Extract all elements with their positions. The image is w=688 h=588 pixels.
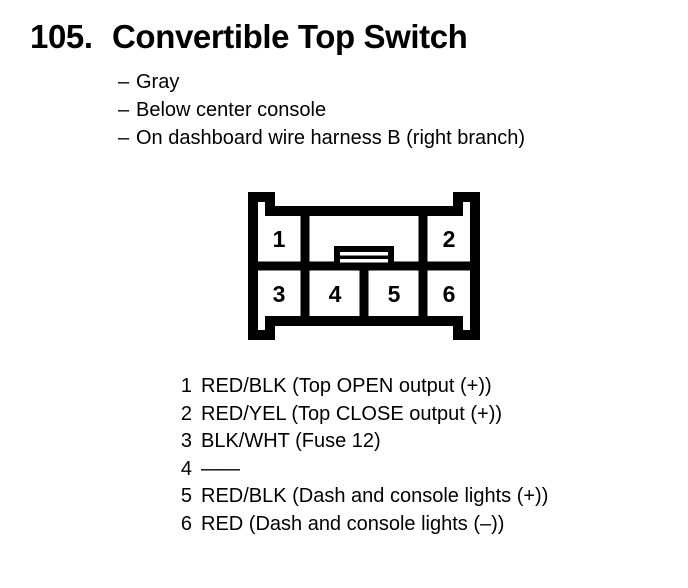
pin-legend-description: RED/BLK (Top OPEN output (+))	[201, 375, 492, 397]
connector-pin-label-3: 3	[273, 281, 286, 307]
pin-legend-description: RED/BLK (Dash and console lights (+))	[201, 485, 549, 507]
connector-pin-label-2: 2	[443, 226, 456, 252]
pin-legend-row: 2 RED/YEL (Top CLOSE output (+))	[170, 401, 670, 429]
pin-legend-description: BLK/WHT (Fuse 12)	[201, 430, 381, 452]
pin-legend: 1 RED/BLK (Top OPEN output (+)) 2 RED/YE…	[170, 373, 670, 538]
pin-legend-row: 1 RED/BLK (Top OPEN output (+))	[170, 373, 670, 401]
pin-legend-number: 1	[180, 375, 192, 397]
page-title: 105. Convertible Top Switch	[30, 18, 670, 56]
entry-title: Convertible Top Switch	[112, 18, 468, 55]
pin-legend-row: 4 ——	[170, 456, 670, 484]
pin-legend-description: RED/YEL (Top CLOSE output (+))	[201, 402, 503, 425]
pin-legend-number: 5	[180, 485, 192, 507]
entry-number: 105.	[30, 18, 93, 55]
pin-legend-description: RED (Dash and console lights (–))	[201, 512, 505, 535]
pin-legend-number: 6	[180, 512, 192, 535]
pin-legend-description: ——	[201, 457, 240, 480]
pin-legend-row: 6 RED (Dash and console lights (–))	[170, 511, 670, 539]
pin-legend-number: 4	[180, 457, 192, 480]
connector-pin-label-4: 4	[329, 281, 342, 307]
pin-legend-row: 3 BLK/WHT (Fuse 12)	[170, 428, 670, 456]
attribute-text: Gray	[136, 71, 180, 93]
connector-pin-label-5: 5	[388, 281, 401, 307]
connector-svg: 1 2 3 4 5 6	[248, 192, 480, 340]
center-latch-icon	[334, 246, 394, 267]
attribute-item: – On dashboard wire harness B (right bra…	[118, 124, 678, 152]
dash-bullet-icon: –	[118, 71, 130, 93]
connector-pin-label-6: 6	[443, 281, 456, 307]
attribute-text: Below center console	[136, 99, 327, 121]
pin-legend-row: 5 RED/BLK (Dash and console lights (+))	[170, 483, 670, 511]
attribute-list: – Gray – Below center console – On dashb…	[118, 68, 678, 152]
pin-legend-number: 2	[180, 402, 192, 425]
attribute-text: On dashboard wire harness B (right branc…	[136, 127, 526, 149]
attribute-item: – Below center console	[118, 96, 678, 124]
connector-pin-label-1: 1	[273, 226, 286, 252]
dash-bullet-icon: –	[118, 99, 130, 121]
attribute-item: – Gray	[118, 68, 678, 96]
pin-legend-number: 3	[180, 430, 192, 452]
page-header: 105. Convertible Top Switch	[30, 18, 670, 56]
dash-bullet-icon: –	[118, 127, 130, 149]
connector-diagram: 1 2 3 4 5 6	[248, 192, 480, 340]
